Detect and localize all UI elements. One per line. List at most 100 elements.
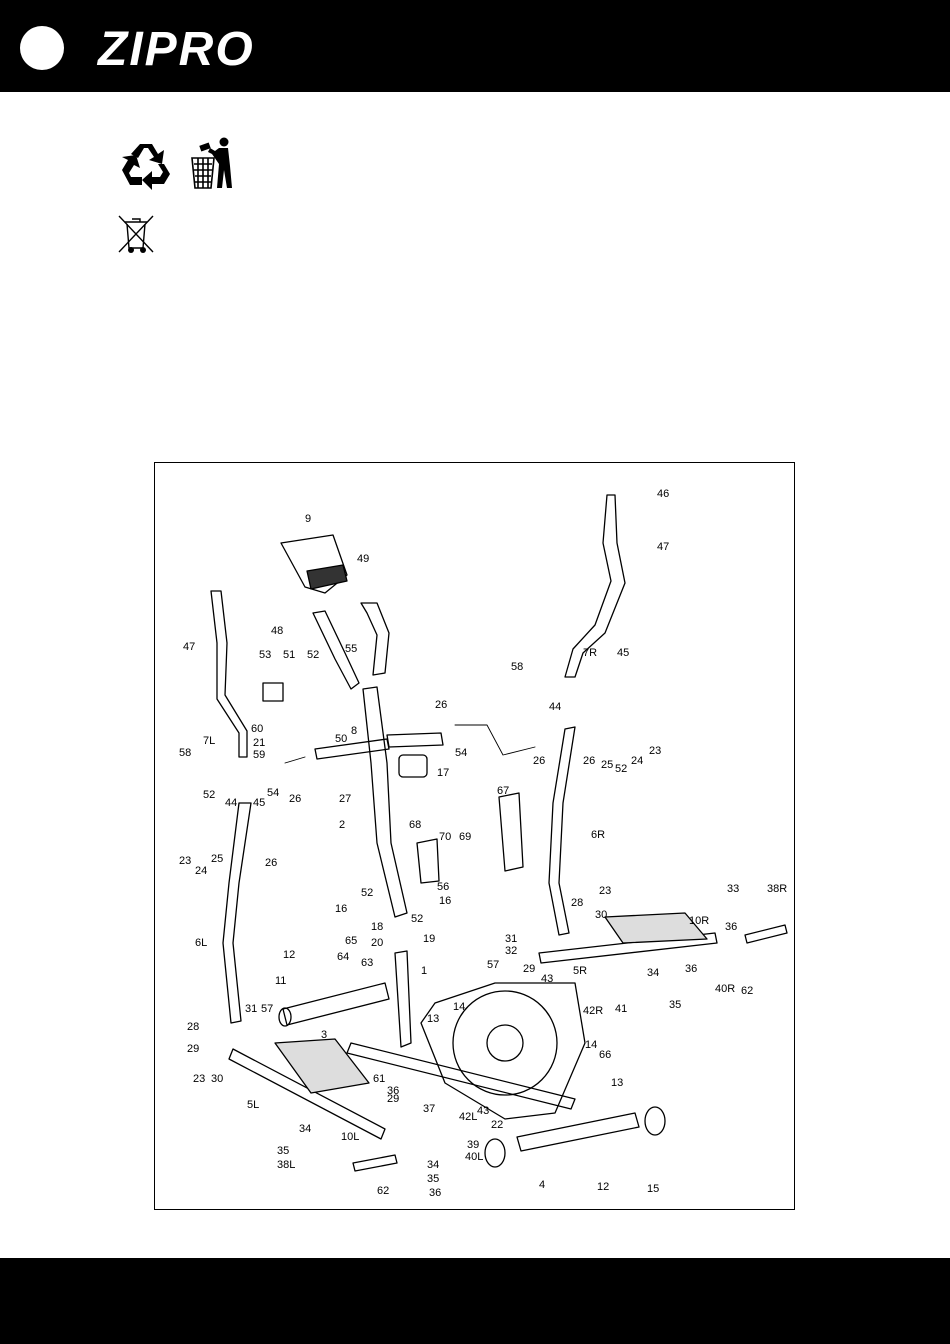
part-label: 42L (459, 1111, 478, 1123)
main-frame-post (394, 950, 412, 1048)
part-label: 30 (211, 1073, 224, 1085)
part-label: 25 (601, 759, 614, 771)
part-label: 46 (657, 488, 670, 500)
part-label: 35 (277, 1145, 290, 1157)
brand-logo: ZIPRO (98, 23, 255, 76)
part-label: 10R (689, 915, 710, 927)
part-label: 5R (573, 965, 588, 977)
header-bar: ZIPRO (0, 0, 950, 92)
end-cap-left (484, 1138, 506, 1168)
part-label: 43 (541, 973, 554, 985)
part-label: 10L (341, 1131, 360, 1143)
part-label: 4 (539, 1179, 546, 1191)
water-bottle (498, 792, 524, 872)
left-pedal-arm (228, 1048, 386, 1140)
part-label: 6L (195, 937, 208, 949)
crank-rod-right (744, 924, 788, 944)
main-upright (362, 686, 408, 918)
left-lower-arm (222, 802, 252, 1024)
part-label: 14 (453, 1001, 466, 1013)
part-label: 22 (491, 1119, 504, 1131)
part-label: 59 (253, 749, 266, 761)
part-label: 26 (265, 857, 278, 869)
part-label: 64 (337, 951, 350, 963)
part-label: 57 (261, 1003, 274, 1015)
part-label: 63 (361, 957, 374, 969)
part-label: 43 (477, 1105, 490, 1117)
part-label: 3 (321, 1029, 328, 1041)
right-handlebar-arm (564, 494, 626, 678)
exploded-parts-diagram: 9 46 47 49 48 55 53 51 52 47 7R 45 58 44… (154, 462, 795, 1210)
part-label: 36 (387, 1085, 400, 1097)
part-label: 6R (591, 829, 606, 841)
right-pedal (604, 912, 708, 944)
left-handlebar-arm (210, 590, 248, 758)
pivot-axle (314, 738, 390, 760)
part-label: 13 (611, 1077, 624, 1089)
part-label: 19 (423, 933, 436, 945)
part-label: 52 (411, 913, 424, 925)
part-label: 51 (283, 649, 296, 661)
main-frame-base (346, 1042, 576, 1110)
part-label: 12 (283, 949, 296, 961)
part-label: 38R (767, 883, 788, 895)
part-label: 24 (631, 755, 644, 767)
part-label: 45 (617, 647, 630, 659)
recycle-icon (118, 140, 174, 192)
part-label: 52 (615, 763, 628, 775)
part-label: 30 (595, 909, 608, 921)
part-label: 68 (409, 819, 422, 831)
tension-knob (398, 754, 428, 778)
part-label: 44 (225, 797, 238, 809)
part-label: 23 (649, 745, 662, 757)
part-label: 8 (351, 725, 358, 737)
part-label: 40L (465, 1151, 484, 1163)
part-label: 1 (421, 965, 428, 977)
fixed-handlebar-left (312, 610, 360, 690)
part-label: 37 (423, 1103, 436, 1115)
part-label: 70 (439, 831, 452, 843)
brand-logo-dot (20, 26, 64, 70)
part-label: 58 (179, 747, 192, 759)
part-label: 35 (427, 1173, 440, 1185)
part-label: 27 (339, 793, 352, 805)
part-label: 44 (549, 701, 562, 713)
part-label: 36 (685, 963, 698, 975)
part-label: 38L (277, 1159, 296, 1171)
part-label: 62 (741, 985, 754, 997)
part-label: 40R (715, 983, 736, 995)
part-label: 61 (373, 1073, 386, 1085)
part-label: 14 (585, 1039, 598, 1051)
part-label: 12 (597, 1181, 610, 1193)
part-label: 11 (275, 975, 287, 987)
part-label: 54 (267, 787, 280, 799)
part-label: 33 (727, 883, 740, 895)
part-label: 5L (247, 1099, 260, 1111)
part-label: 9 (305, 513, 312, 525)
part-label: 41 (615, 1003, 628, 1015)
part-label: 47 (183, 641, 196, 653)
flywheel-housing (420, 982, 586, 1120)
part-label: 35 (669, 999, 682, 1011)
part-label: 26 (435, 699, 448, 711)
right-lower-arm (548, 726, 576, 936)
part-label: 62 (377, 1185, 390, 1197)
part-label: 34 (427, 1159, 440, 1171)
part-label: 13 (427, 1013, 440, 1025)
part-label: 29 (187, 1043, 200, 1055)
part-label: 18 (371, 921, 384, 933)
part-label: 28 (187, 1021, 200, 1033)
diagram-drawing (210, 494, 788, 1172)
part-label: 69 (459, 831, 472, 843)
part-label: 52 (307, 649, 320, 661)
part-label: 52 (361, 887, 374, 899)
part-label: 26 (289, 793, 302, 805)
part-label: 55 (345, 643, 358, 655)
part-label: 2 (339, 819, 346, 831)
part-label: 17 (437, 767, 450, 779)
part-label: 26 (533, 755, 546, 767)
part-label: 36 (429, 1187, 442, 1199)
crank-rod-left (352, 1154, 398, 1172)
rear-stabilizer (516, 1112, 640, 1152)
part-label: 58 (511, 661, 524, 673)
